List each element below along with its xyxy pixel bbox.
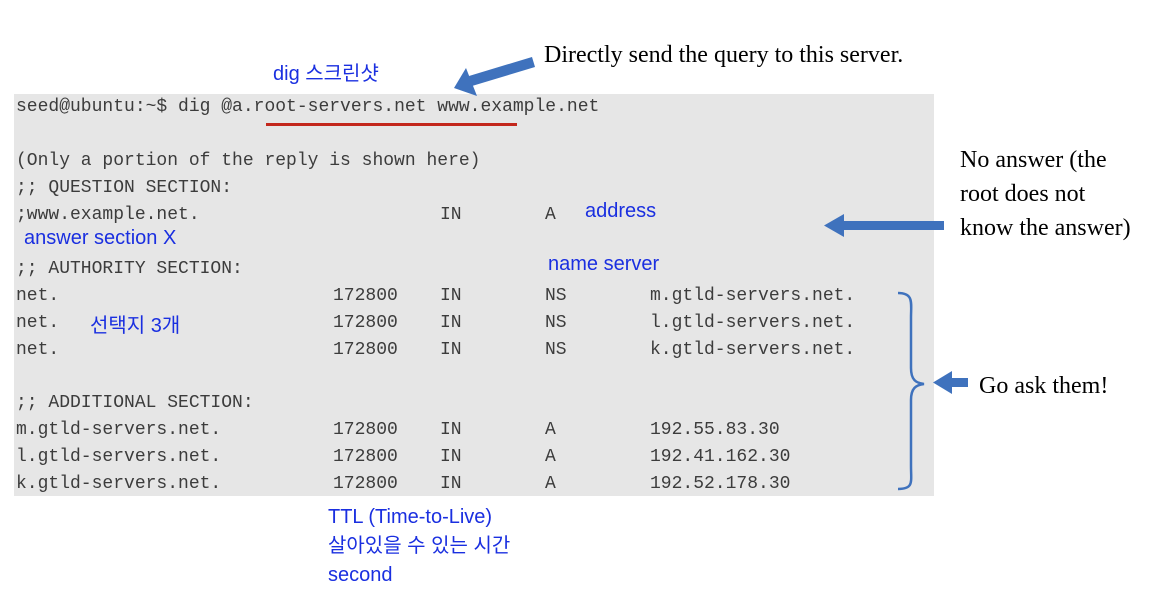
authority-row-type: NS <box>545 286 567 306</box>
additional-row-data: 192.55.83.30 <box>650 420 780 440</box>
direct-query-callout: Directly send the query to this server. <box>544 42 904 68</box>
additional-row-data: 192.41.162.30 <box>650 447 791 467</box>
command-line: seed@ubuntu:~$ dig @a.root-servers.net w… <box>16 97 599 117</box>
name-server-label: name server <box>548 253 660 275</box>
reply-note: (Only a portion of the reply is shown he… <box>16 151 481 171</box>
command-domain: www.example.net <box>426 97 600 117</box>
additional-row-ttl: 172800 <box>333 474 398 494</box>
no-answer-callout-line: root does not <box>960 181 1086 207</box>
authority-row-type: NS <box>545 340 567 360</box>
authority-row-class: IN <box>440 286 462 306</box>
authority-row-ttl: 172800 <box>333 340 398 360</box>
authority-section-header: ;; AUTHORITY SECTION: <box>16 259 243 279</box>
ttl-label-line: 살아있을 수 있는 시간 <box>328 535 511 557</box>
additional-row-type: A <box>545 420 556 440</box>
additional-row-class: IN <box>440 474 462 494</box>
authority-row-name: net. <box>16 340 60 360</box>
question-class: IN <box>440 205 462 225</box>
additional-row-data: 192.52.178.30 <box>650 474 791 494</box>
additional-row-class: IN <box>440 420 462 440</box>
ttl-label-line: TTL (Time-to-Live) <box>328 506 493 528</box>
answer-section-label: answer section X <box>24 227 177 249</box>
additional-row-name: l.gtld-servers.net. <box>16 447 222 467</box>
go-ask-callout: Go ask them! <box>979 373 1109 399</box>
additional-row-name: m.gtld-servers.net. <box>16 420 222 440</box>
additional-row-type: A <box>545 447 556 467</box>
no-answer-callout-line: know the answer) <box>960 215 1131 241</box>
arrow-left-icon <box>933 371 968 394</box>
authority-row-data: k.gtld-servers.net. <box>650 340 856 360</box>
authority-row-name: net. <box>16 313 60 333</box>
choices-label: 선택지 3개 <box>90 315 181 337</box>
command-server: @a.root-servers.net <box>221 97 427 117</box>
additional-row-ttl: 172800 <box>333 447 398 467</box>
authority-row-name: net. <box>16 286 60 306</box>
question-name: ;www.example.net. <box>16 205 200 225</box>
command-prompt: seed@ubuntu:~$ dig <box>16 97 222 117</box>
authority-row-data: l.gtld-servers.net. <box>650 313 856 333</box>
authority-row-ttl: 172800 <box>333 313 398 333</box>
additional-row-ttl: 172800 <box>333 420 398 440</box>
address-label: address <box>585 200 657 222</box>
additional-row-class: IN <box>440 447 462 467</box>
authority-row-ttl: 172800 <box>333 286 398 306</box>
authority-row-data: m.gtld-servers.net. <box>650 286 856 306</box>
terminal-output <box>14 94 934 496</box>
authority-row-type: NS <box>545 313 567 333</box>
arrow-left-icon <box>454 57 535 96</box>
question-section-header: ;; QUESTION SECTION: <box>16 178 233 198</box>
question-type: A <box>545 205 556 225</box>
dig-screenshot-label: dig 스크린샷 <box>273 63 379 85</box>
additional-row-name: k.gtld-servers.net. <box>16 474 222 494</box>
additional-section-header: ;; ADDITIONAL SECTION: <box>16 393 254 413</box>
ttl-label-line: second <box>328 564 393 586</box>
no-answer-callout-line: No answer (the <box>960 147 1107 173</box>
server-underline <box>266 123 517 126</box>
authority-row-class: IN <box>440 313 462 333</box>
authority-row-class: IN <box>440 340 462 360</box>
additional-row-type: A <box>545 474 556 494</box>
